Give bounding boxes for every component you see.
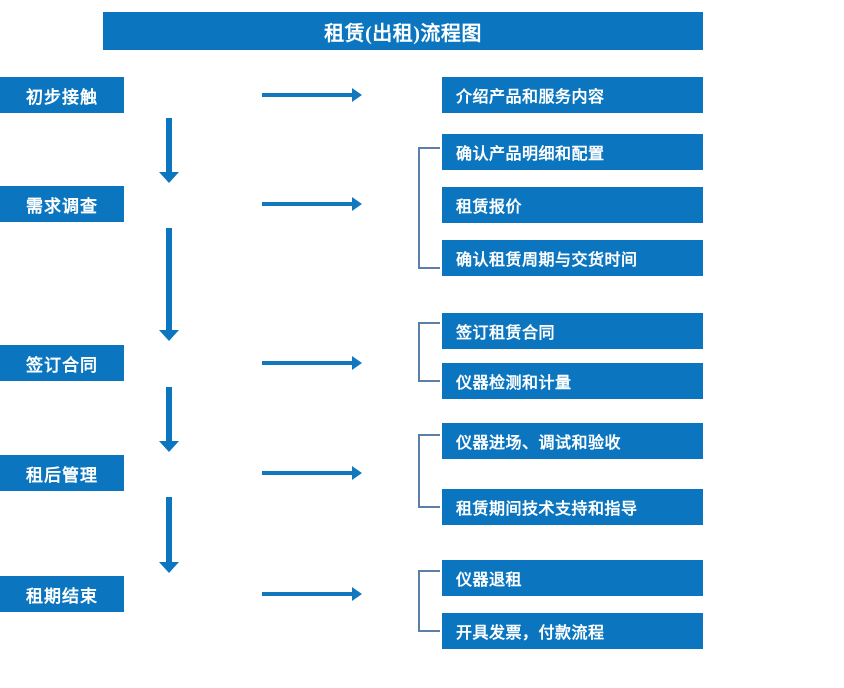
arrow-shaft <box>166 497 172 562</box>
right-arrow-5 <box>262 587 362 601</box>
down-arrow-1 <box>159 118 179 183</box>
arrow-shaft <box>262 93 353 97</box>
arrow-head <box>159 172 179 183</box>
arrow-shaft <box>166 118 172 172</box>
arrow-head <box>159 562 179 573</box>
down-arrow-4 <box>159 497 179 573</box>
arrow-head <box>352 356 362 370</box>
detail-box-sign-lease-contract[interactable]: 签订租赁合同 <box>442 313 703 349</box>
arrow-shaft <box>262 592 353 596</box>
right-arrow-4 <box>262 466 362 480</box>
bracket-post-lease-management <box>418 434 440 508</box>
detail-box-technical-support[interactable]: 租赁期间技术支持和指导 <box>442 489 703 525</box>
bracket-sign-contract <box>418 322 440 382</box>
stage-box-needs-survey[interactable]: 需求调查 <box>0 186 124 222</box>
stage-box-sign-contract[interactable]: 签订合同 <box>0 345 124 381</box>
right-arrow-2 <box>262 197 362 211</box>
arrow-shaft <box>262 202 353 206</box>
flowchart-title: 租赁(出租)流程图 <box>103 12 703 50</box>
arrow-head <box>352 466 362 480</box>
stage-box-lease-end[interactable]: 租期结束 <box>0 576 124 612</box>
arrow-head <box>159 441 179 452</box>
bracket-lease-end <box>418 570 440 632</box>
detail-box-invoice-payment[interactable]: 开具发票，付款流程 <box>442 613 703 649</box>
arrow-shaft <box>166 387 172 441</box>
stage-box-initial-contact[interactable]: 初步接触 <box>0 77 124 113</box>
detail-box-instrument-inspection[interactable]: 仪器检测和计量 <box>442 363 703 399</box>
right-arrow-3 <box>262 356 362 370</box>
arrow-head <box>352 197 362 211</box>
arrow-shaft <box>262 361 353 365</box>
arrow-head <box>352 88 362 102</box>
detail-box-confirm-lease-period[interactable]: 确认租赁周期与交货时间 <box>442 240 703 276</box>
arrow-head <box>159 330 179 341</box>
detail-box-instrument-delivery-commissioning[interactable]: 仪器进场、调试和验收 <box>442 423 703 459</box>
detail-box-instrument-return[interactable]: 仪器退租 <box>442 560 703 596</box>
detail-box-introduce-products[interactable]: 介绍产品和服务内容 <box>442 77 703 113</box>
arrow-head <box>352 587 362 601</box>
arrow-shaft <box>262 471 353 475</box>
down-arrow-2 <box>159 228 179 341</box>
arrow-shaft <box>166 228 172 330</box>
detail-box-confirm-product-spec[interactable]: 确认产品明细和配置 <box>442 134 703 170</box>
bracket-needs-survey <box>418 147 440 269</box>
right-arrow-1 <box>262 88 362 102</box>
detail-box-lease-quotation[interactable]: 租赁报价 <box>442 187 703 223</box>
down-arrow-3 <box>159 387 179 452</box>
stage-box-post-lease-management[interactable]: 租后管理 <box>0 455 124 491</box>
